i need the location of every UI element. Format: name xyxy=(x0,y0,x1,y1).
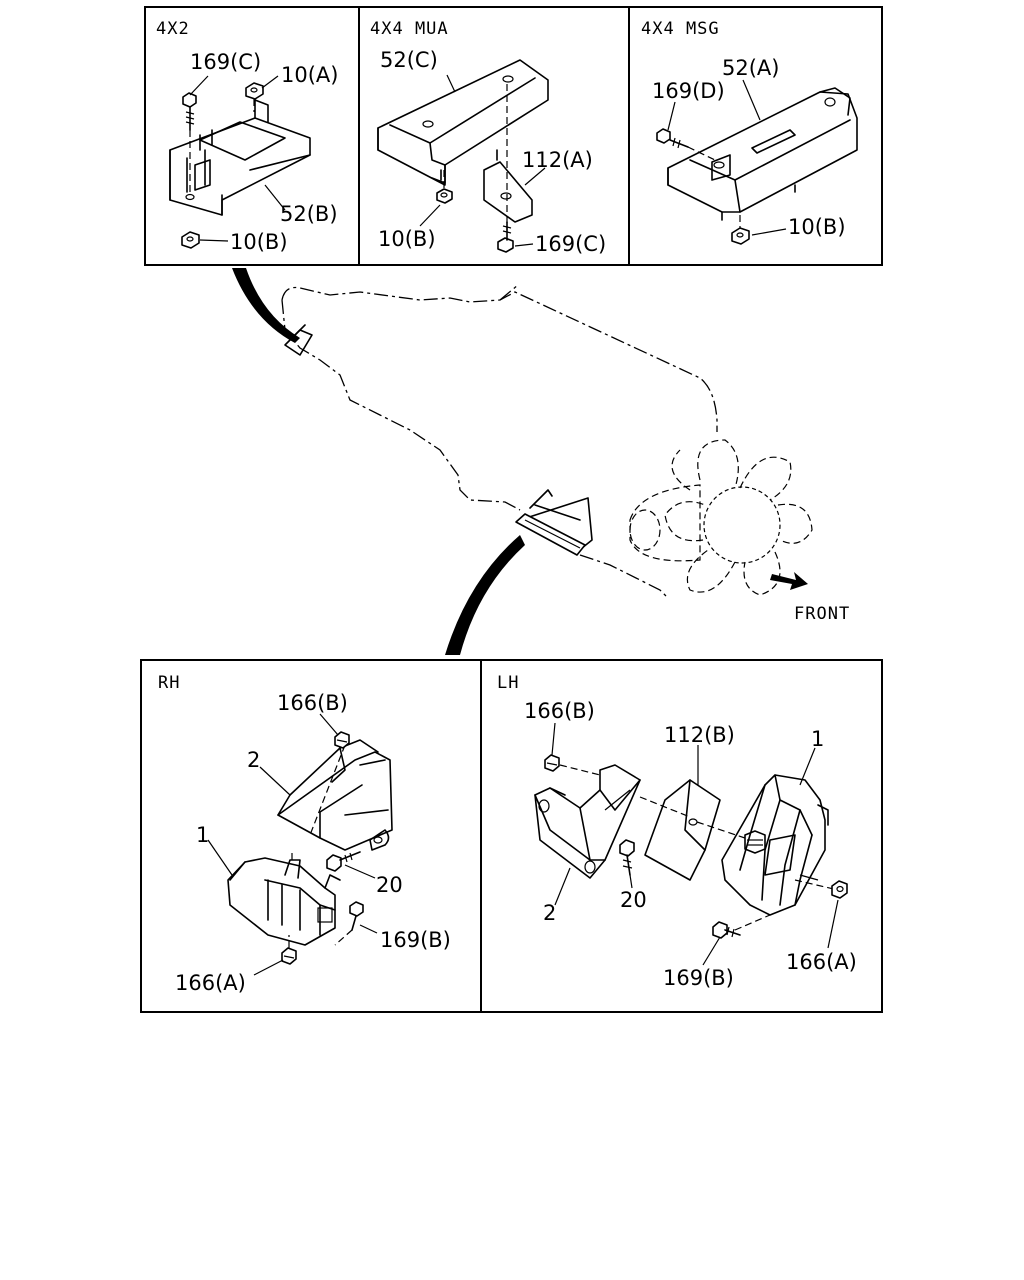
engine-outline: FRONT xyxy=(232,268,850,655)
mount-1-lh xyxy=(721,774,839,931)
nut-10b-mua-icon xyxy=(436,170,453,204)
callout-curve-bottom xyxy=(445,535,525,655)
label-52c: 52(C) xyxy=(380,48,438,72)
top-panels xyxy=(144,6,883,266)
label-169c-mua: 169(C) xyxy=(535,232,606,256)
label-169b-rh: 169(B) xyxy=(380,928,451,952)
top-frame xyxy=(144,6,883,266)
label-10b: 10(B) xyxy=(230,230,288,254)
label-20-rh: 20 xyxy=(376,873,403,897)
front-label: FRONT xyxy=(794,604,850,624)
label-166a-lh: 166(A) xyxy=(786,950,857,974)
label-112a: 112(A) xyxy=(522,148,593,172)
bolt-169d-icon xyxy=(656,128,716,161)
panel-4x4mua-title: 4X4 MUA xyxy=(370,19,449,39)
bolt-20-lh-icon xyxy=(619,839,635,876)
bolt-20-rh-icon xyxy=(326,851,361,872)
bolt-169c-mua-icon xyxy=(497,221,514,253)
bottom-frame xyxy=(140,659,883,1013)
panel-rh: RH xyxy=(158,673,451,995)
panel-rh-title: RH xyxy=(158,673,180,693)
nut-166b-lh-icon xyxy=(544,754,601,776)
panel-4x4msg-title: 4X4 MSG xyxy=(641,19,720,39)
callout-curve-top xyxy=(232,268,300,343)
label-1-lh: 1 xyxy=(811,727,824,751)
panel-4x2-title: 4X2 xyxy=(156,19,190,39)
bracket-2-rh xyxy=(277,739,393,851)
cooling-fan xyxy=(629,439,813,596)
panel-4x4-mua: 4X4 MUA 52(C) 1 xyxy=(370,19,606,256)
panel-lh: LH xyxy=(497,673,857,990)
nut-10b-msg-icon xyxy=(731,215,750,245)
engine-mount-center xyxy=(515,489,593,556)
plate-112b xyxy=(644,779,746,881)
nut-10b-icon xyxy=(181,231,200,249)
label-10a: 10(A) xyxy=(281,63,338,87)
front-arrow-icon xyxy=(770,572,808,590)
bottom-panels xyxy=(140,659,883,1013)
label-166a-rh: 166(A) xyxy=(175,971,246,995)
bolt-169b-rh-icon xyxy=(334,901,364,946)
label-20-lh: 20 xyxy=(620,888,647,912)
bracket-52c xyxy=(377,59,549,186)
label-166b-rh: 166(B) xyxy=(277,691,348,715)
nut-166a-lh-icon xyxy=(831,880,848,899)
label-1-rh: 1 xyxy=(196,823,209,847)
label-2-lh: 2 xyxy=(543,901,556,925)
nut-10a-icon xyxy=(245,82,264,112)
bracket-52a xyxy=(667,87,858,221)
label-10b-msg: 10(B) xyxy=(788,215,846,239)
panel-lh-title: LH xyxy=(497,673,519,693)
label-169c: 169(C) xyxy=(190,50,261,74)
label-52a: 52(A) xyxy=(722,56,779,80)
label-52b: 52(B) xyxy=(280,202,338,226)
panel-4x2: 4X2 xyxy=(156,19,338,254)
nut-166a-rh-icon xyxy=(281,935,297,965)
label-169d: 169(D) xyxy=(652,79,725,103)
label-112b: 112(B) xyxy=(664,723,735,747)
bracket-52b xyxy=(169,99,311,216)
bolt-169c-icon xyxy=(182,92,197,195)
bracket-2-lh xyxy=(534,764,691,879)
label-10b-mua: 10(B) xyxy=(378,227,436,251)
panel-4x4-msg: 4X4 MSG 52(A) 169(D) 10( xyxy=(641,19,858,245)
label-169b-lh: 169(B) xyxy=(663,966,734,990)
plate-112a xyxy=(483,161,533,223)
label-166b-lh: 166(B) xyxy=(524,699,595,723)
bolt-169b-lh-icon xyxy=(712,921,741,939)
mount-1-rh xyxy=(227,850,341,946)
nut-166b-rh-icon xyxy=(334,731,350,749)
label-2-rh: 2 xyxy=(247,748,260,772)
